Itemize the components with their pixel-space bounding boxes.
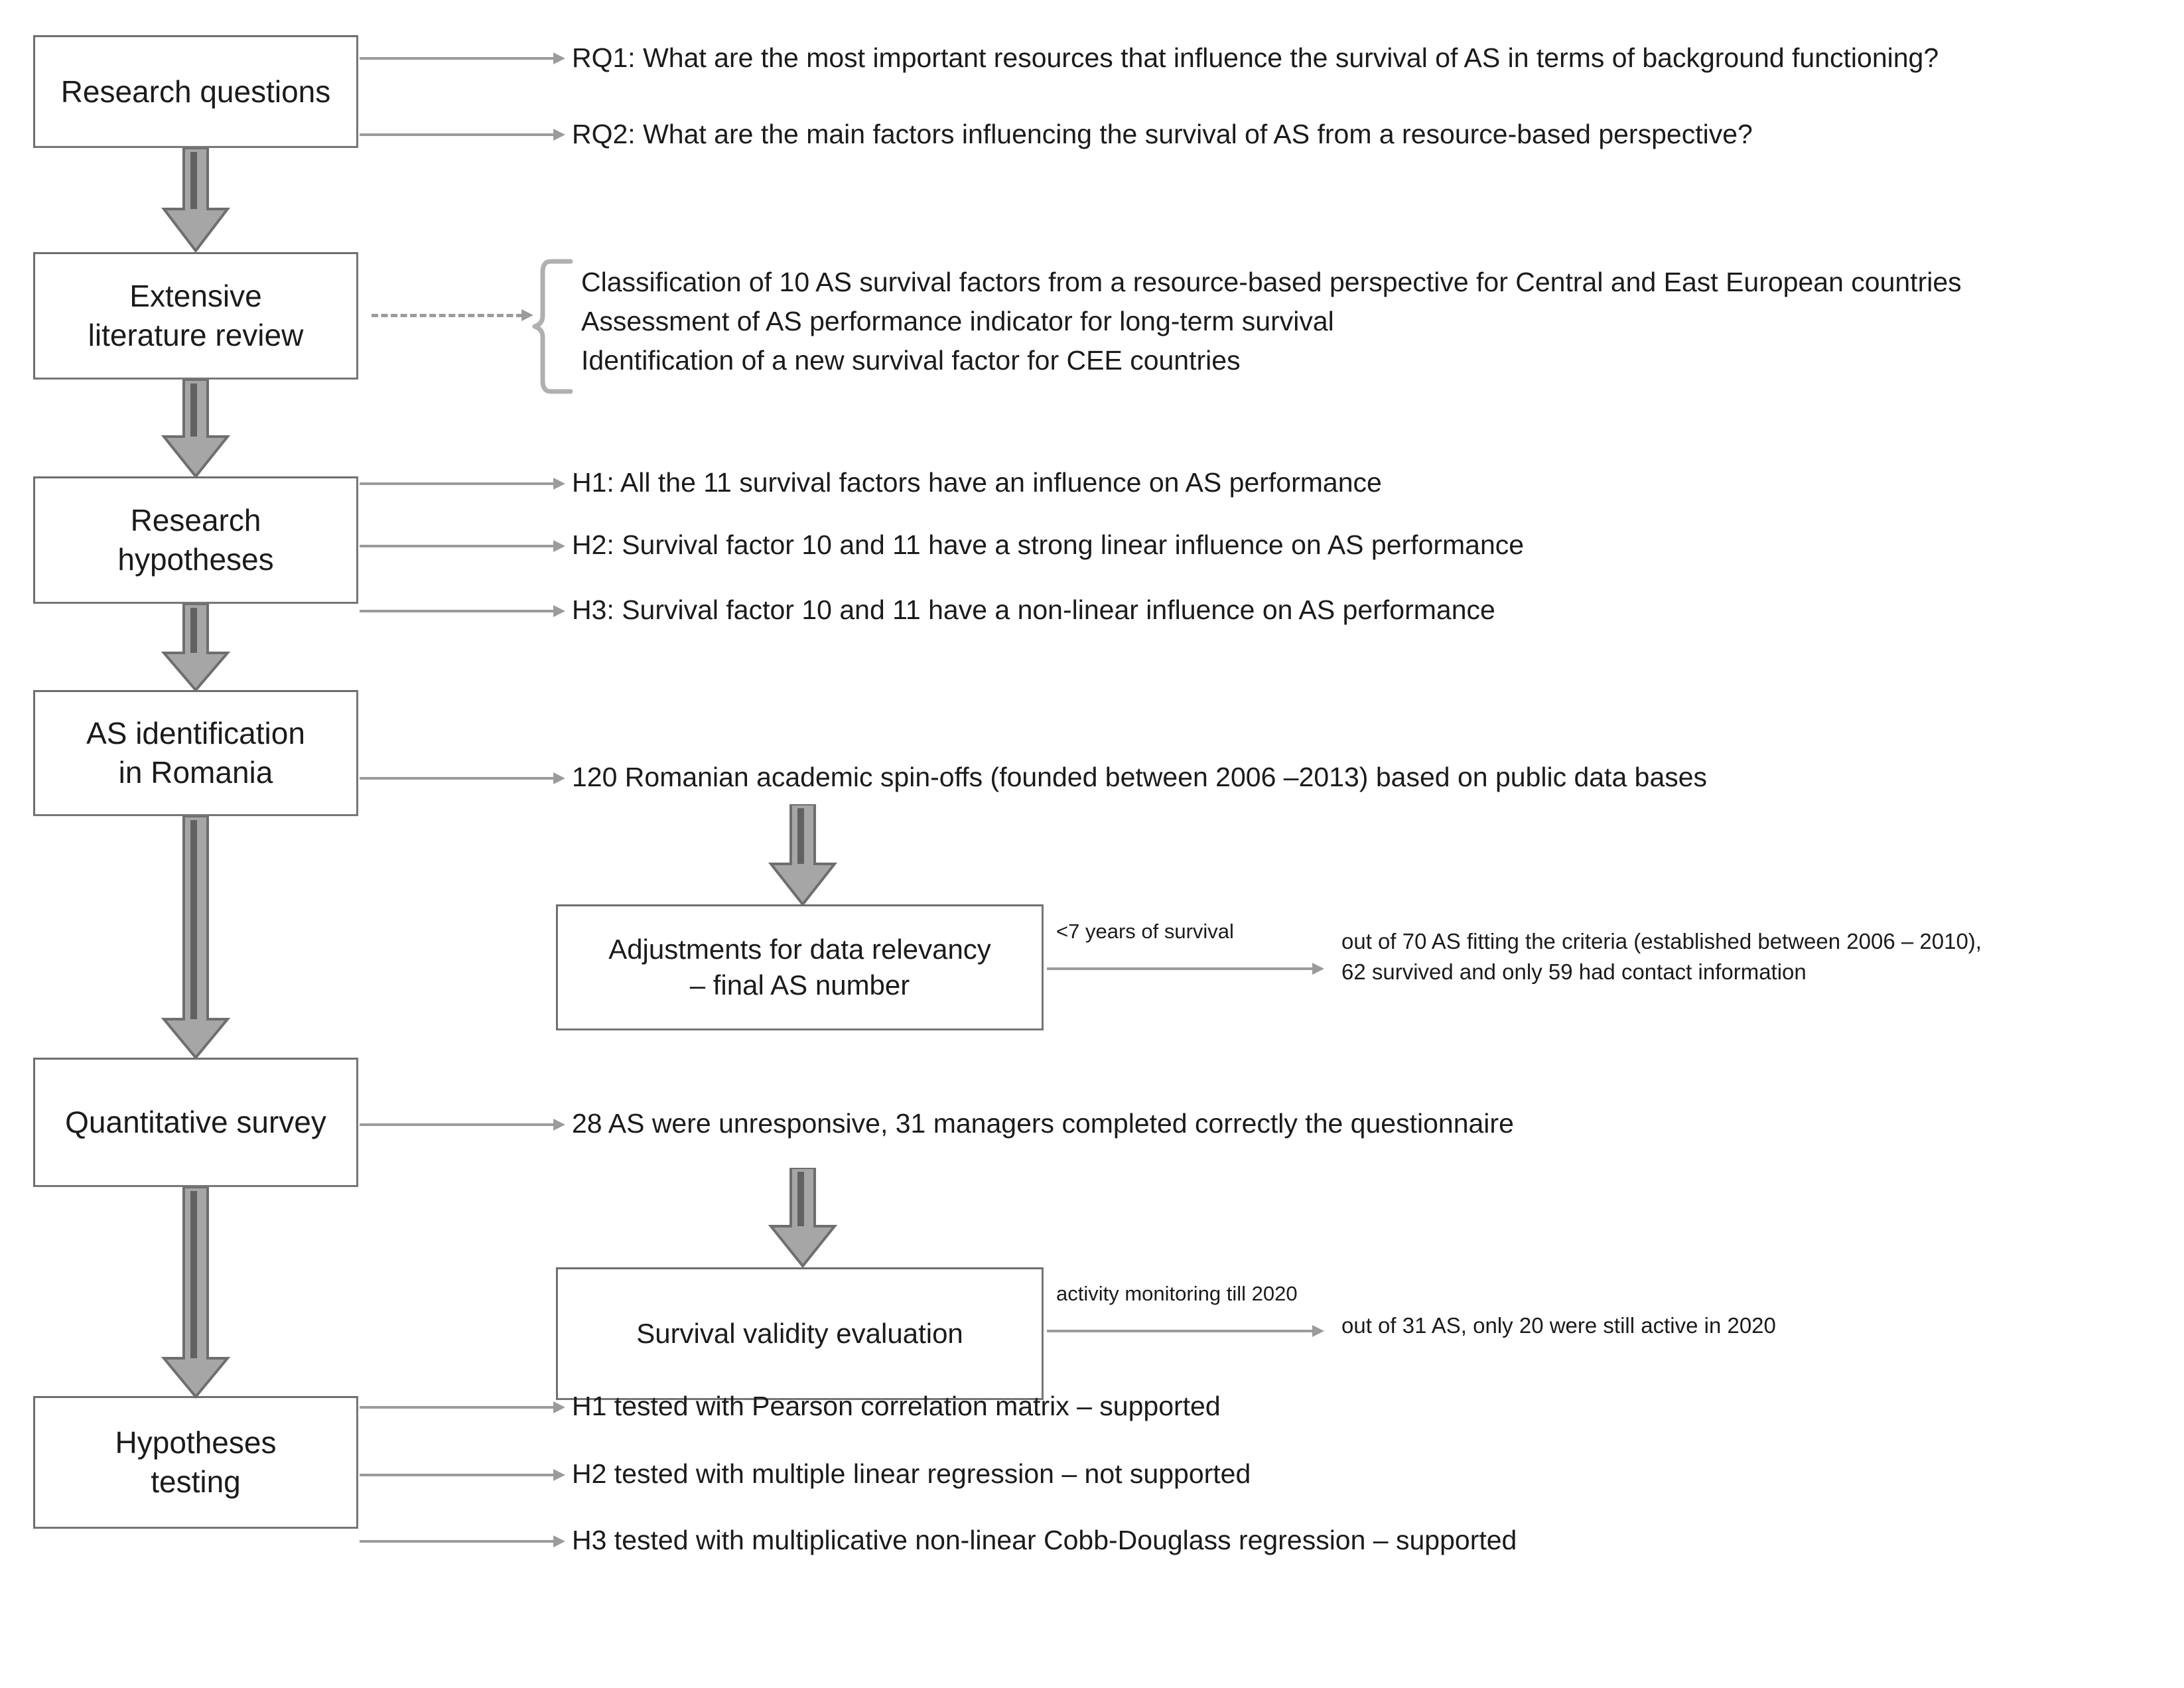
stage-box-hypotheses-testing[interactable]: Hypotheses testing [33,1396,358,1529]
survey-note-text: 28 AS were unresponsive, 31 managers com… [572,1108,1514,1139]
stage-box-quantitative-survey[interactable]: Quantitative survey [33,1058,358,1187]
block-arrow-hyp-to-as [161,604,231,693]
stage-box-research-hypotheses[interactable]: Research hypotheses [33,476,358,604]
block-arrow-as-note-to-adjustments [768,804,838,907]
connector-arrow-test-h1 [360,1399,565,1416]
connector-arrow-h2 [360,537,565,555]
connector-arrow-h3 [360,602,565,620]
literature-output-1-text: Classification of 10 AS survival factors… [581,267,1962,297]
stage-label: Hypotheses testing [115,1425,277,1499]
block-arrow-survey-to-testing [161,1187,231,1399]
block-arrow-survey-note-to-validity [768,1168,838,1269]
connector-arrow-literature-review [372,307,544,324]
survival-validity-result-text: out of 31 AS, only 20 were still active … [1341,1313,1776,1338]
adjustments-edge-label: <7 years of survival [1056,920,1234,943]
stage-box-adjustments-data-relevancy[interactable]: Adjustments for data relevancy – final A… [556,904,1044,1030]
research-question-2-text: RQ2: What are the main factors influenci… [572,119,1753,149]
connector-arrow-quantitative-survey [360,1116,565,1133]
connector-arrow-rq2 [360,126,565,143]
connector-arrow-rq1 [360,50,565,67]
connector-arrow-test-h2 [360,1466,565,1484]
connector-arrow-survival-validity [1047,1322,1326,1340]
testing-result-3-text: H3 tested with multiplicative non-linear… [572,1525,1517,1555]
block-arrow-as-to-survey [161,816,231,1060]
stage-label: Survival validity evaluation [636,1318,963,1350]
adjustments-result-text: out of 70 AS fitting the criteria (estab… [1341,929,1982,985]
stage-box-research-questions[interactable]: Research questions [33,35,358,148]
as-identification-note-text: 120 Romanian academic spin-offs (founded… [572,762,1708,792]
stage-box-as-identification[interactable]: AS identification in Romania [33,690,358,816]
hypothesis-2-text: H2: Survival factor 10 and 11 have a str… [572,529,1525,560]
testing-result-1-text: H1 tested with Pearson correlation matri… [572,1391,1221,1421]
connector-arrow-test-h3 [360,1533,565,1550]
hypothesis-3-text: H3: Survival factor 10 and 11 have a non… [572,595,1495,625]
connector-arrow-adjustments [1047,960,1326,977]
literature-output-3-text: Identification of a new survival factor … [581,345,1241,376]
curly-brace-literature-outputs [532,259,573,394]
stage-box-survival-validity-evaluation[interactable]: Survival validity evaluation [556,1267,1044,1400]
stage-label: AS identification in Romania [86,716,305,790]
stage-label: Research questions [60,74,331,109]
stage-label: Adjustments for data relevancy – final A… [608,934,991,1001]
block-arrow-rq-to-lit [161,148,231,253]
testing-result-2-text: H2 tested with multiple linear regressio… [572,1458,1251,1489]
stage-box-extensive-literature-review[interactable]: Extensive literature review [33,252,358,380]
stage-label: Quantitative survey [65,1105,326,1140]
research-question-1-text: RQ1: What are the most important resourc… [572,42,1939,73]
survival-validity-edge-label: activity monitoring till 2020 [1056,1282,1298,1305]
block-arrow-lit-to-hyp [161,380,231,479]
stage-label: Research hypotheses [117,503,274,577]
stage-label: Extensive literature review [88,279,304,352]
literature-output-2-text: Assessment of AS performance indicator f… [581,306,1334,336]
connector-arrow-h1 [360,475,565,492]
connector-arrow-as-identification [360,770,565,787]
hypothesis-1-text: H1: All the 11 survival factors have an … [572,467,1382,498]
